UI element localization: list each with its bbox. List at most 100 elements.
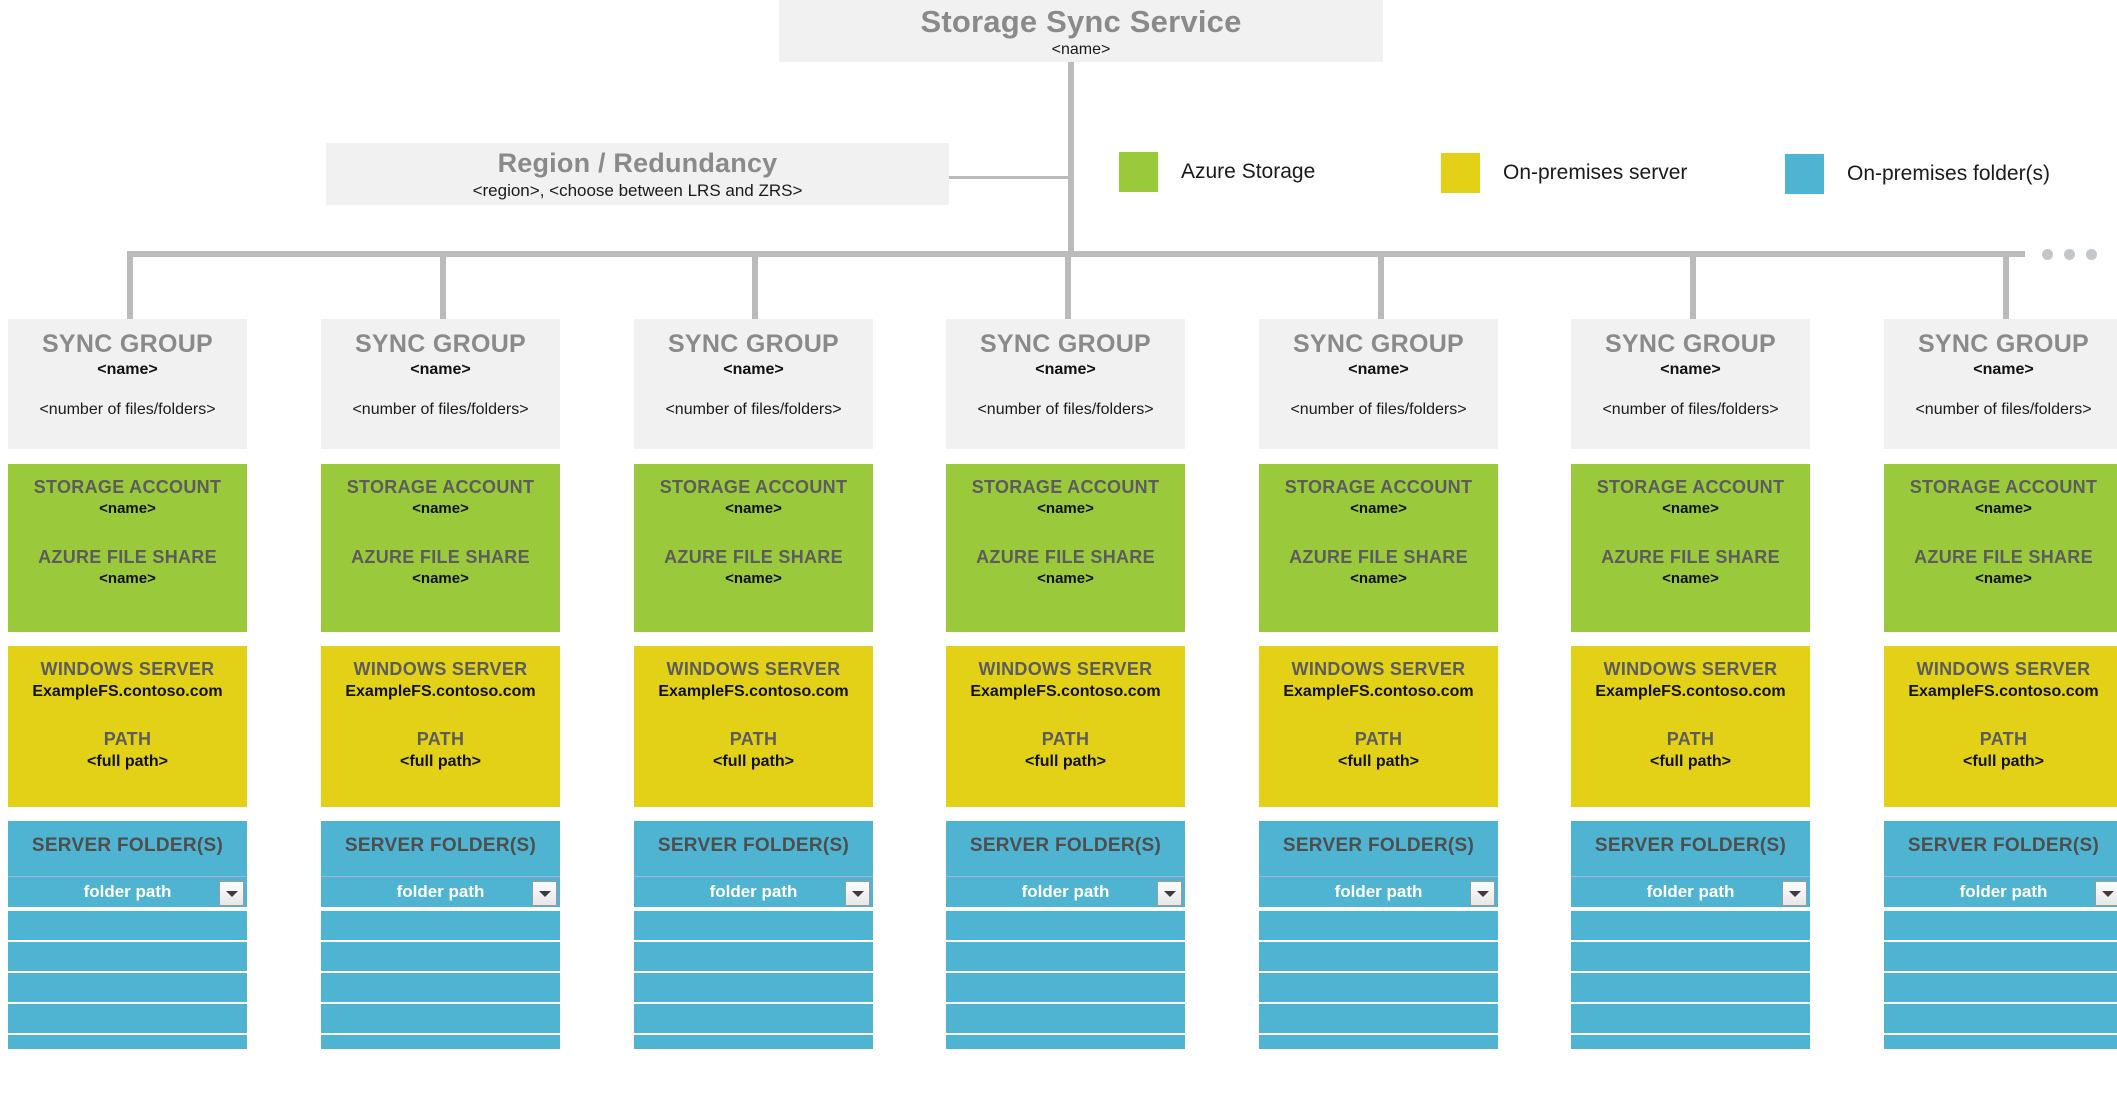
folder-row-empty[interactable] (1571, 909, 1810, 940)
folder-row-empty[interactable] (8, 1002, 247, 1033)
storage-account-value: <name> (1975, 500, 2032, 517)
chevron-down-icon[interactable] (1782, 881, 1807, 906)
chevron-down-icon[interactable] (2095, 881, 2117, 906)
sync-group-box[interactable]: SYNC GROUP <name> <number of files/folde… (1571, 319, 1810, 449)
azure-file-share-value: <name> (1037, 570, 1094, 587)
windows-server-box[interactable]: WINDOWS SERVER ExampleFS.contoso.com PAT… (946, 646, 1185, 807)
windows-server-box[interactable]: WINDOWS SERVER ExampleFS.contoso.com PAT… (1571, 646, 1810, 807)
folder-row-empty[interactable] (321, 1033, 560, 1049)
storage-account-value: <name> (99, 500, 156, 517)
folder-row-empty[interactable] (1884, 909, 2117, 940)
sync-group-box[interactable]: SYNC GROUP <name> <number of files/folde… (321, 319, 560, 449)
chevron-down-icon[interactable] (532, 881, 557, 906)
server-folders-box[interactable]: SERVER FOLDER(S) folder path (1884, 821, 2117, 1049)
folder-path-label: folder path (1334, 882, 1423, 901)
folder-path-select[interactable]: folder path (8, 876, 247, 909)
azure-storage-box[interactable]: STORAGE ACCOUNT <name> AZURE FILE SHARE … (1571, 464, 1810, 632)
folder-row-empty[interactable] (946, 1002, 1185, 1033)
spacer (946, 519, 1185, 546)
chevron-down-icon[interactable] (845, 881, 870, 906)
windows-server-label: WINDOWS SERVER (1916, 659, 2091, 679)
server-folders-box[interactable]: SERVER FOLDER(S) folder path (946, 821, 1185, 1049)
sync-group-title: SYNC GROUP (41, 330, 214, 358)
folder-row-empty[interactable] (946, 940, 1185, 971)
folder-row-empty[interactable] (1884, 1033, 2117, 1049)
folder-path-select[interactable]: folder path (321, 876, 560, 909)
path-value: <full path> (1338, 753, 1419, 770)
azure-storage-box[interactable]: STORAGE ACCOUNT <name> AZURE FILE SHARE … (8, 464, 247, 632)
path-label: PATH (1041, 729, 1090, 749)
folder-row-empty[interactable] (321, 940, 560, 971)
server-folders-box[interactable]: SERVER FOLDER(S) folder path (1259, 821, 1498, 1049)
sync-group-title: SYNC GROUP (979, 330, 1152, 358)
sync-group-box[interactable]: SYNC GROUP <name> <number of files/folde… (634, 319, 873, 449)
server-folders-box[interactable]: SERVER FOLDER(S) folder path (8, 821, 247, 1049)
folder-row-empty[interactable] (634, 909, 873, 940)
azure-storage-box[interactable]: STORAGE ACCOUNT <name> AZURE FILE SHARE … (1884, 464, 2117, 632)
folder-row-empty[interactable] (1259, 909, 1498, 940)
azure-storage-box[interactable]: STORAGE ACCOUNT <name> AZURE FILE SHARE … (321, 464, 560, 632)
windows-server-value: ExampleFS.contoso.com (345, 683, 536, 700)
windows-server-box[interactable]: WINDOWS SERVER ExampleFS.contoso.com PAT… (8, 646, 247, 807)
azure-storage-box[interactable]: STORAGE ACCOUNT <name> AZURE FILE SHARE … (634, 464, 873, 632)
folder-row-empty[interactable] (321, 971, 560, 1002)
folder-row-empty[interactable] (8, 971, 247, 1002)
folder-row-empty[interactable] (946, 909, 1185, 940)
folder-row-empty[interactable] (1259, 971, 1498, 1002)
windows-server-box[interactable]: WINDOWS SERVER ExampleFS.contoso.com PAT… (1259, 646, 1498, 807)
path-label: PATH (1979, 729, 2028, 749)
windows-server-box[interactable]: WINDOWS SERVER ExampleFS.contoso.com PAT… (634, 646, 873, 807)
folder-row-empty[interactable] (1884, 971, 2117, 1002)
folder-row-empty[interactable] (634, 940, 873, 971)
chevron-down-icon[interactable] (219, 881, 244, 906)
folder-row-empty[interactable] (321, 1002, 560, 1033)
path-value: <full path> (713, 753, 794, 770)
folder-row-empty[interactable] (321, 909, 560, 940)
folder-row-empty[interactable] (1259, 1033, 1498, 1049)
folder-path-select[interactable]: folder path (1884, 876, 2117, 909)
folder-row-empty[interactable] (634, 1002, 873, 1033)
folder-path-select[interactable]: folder path (1259, 876, 1498, 909)
folder-row-empty[interactable] (946, 971, 1185, 1002)
folder-row-empty[interactable] (634, 971, 873, 1002)
folder-row-empty[interactable] (8, 1033, 247, 1049)
azure-file-share-label: AZURE FILE SHARE (1289, 547, 1468, 567)
windows-server-box[interactable]: WINDOWS SERVER ExampleFS.contoso.com PAT… (321, 646, 560, 807)
sync-group-box[interactable]: SYNC GROUP <name> <number of files/folde… (1884, 319, 2117, 449)
sync-group-column: SYNC GROUP <name> <number of files/folde… (8, 319, 247, 1049)
storage-account-label: STORAGE ACCOUNT (659, 477, 848, 497)
folder-row-empty[interactable] (634, 1033, 873, 1049)
folder-row-empty[interactable] (8, 909, 247, 940)
chevron-down-icon[interactable] (1470, 881, 1495, 906)
azure-storage-box[interactable]: STORAGE ACCOUNT <name> AZURE FILE SHARE … (1259, 464, 1498, 632)
folder-row-empty[interactable] (946, 1033, 1185, 1049)
spacer (1571, 519, 1810, 546)
server-folders-box[interactable]: SERVER FOLDER(S) folder path (321, 821, 560, 1049)
chevron-down-icon[interactable] (1157, 881, 1182, 906)
server-folders-box[interactable]: SERVER FOLDER(S) folder path (634, 821, 873, 1049)
folder-row-empty[interactable] (8, 940, 247, 971)
folder-row-empty[interactable] (1571, 1033, 1810, 1049)
folder-row-empty[interactable] (1884, 940, 2117, 971)
folder-path-select[interactable]: folder path (946, 876, 1185, 909)
folder-path-select[interactable]: folder path (1571, 876, 1810, 909)
azure-file-share-label: AZURE FILE SHARE (1914, 547, 2093, 567)
folder-row-empty[interactable] (1571, 940, 1810, 971)
sync-group-box[interactable]: SYNC GROUP <name> <number of files/folde… (8, 319, 247, 449)
windows-server-box[interactable]: WINDOWS SERVER ExampleFS.contoso.com PAT… (1884, 646, 2117, 807)
sync-group-box[interactable]: SYNC GROUP <name> <number of files/folde… (1259, 319, 1498, 449)
folder-row-empty[interactable] (1571, 971, 1810, 1002)
folder-row-empty[interactable] (1259, 1002, 1498, 1033)
yellow-swatch-icon (1441, 153, 1480, 193)
sync-group-box[interactable]: SYNC GROUP <name> <number of files/folde… (946, 319, 1185, 449)
server-folders-box[interactable]: SERVER FOLDER(S) folder path (1571, 821, 1810, 1049)
folder-row-empty[interactable] (1259, 940, 1498, 971)
legend-item-on-premises-server: On-premises server (1441, 153, 1687, 193)
folder-row-empty[interactable] (1884, 1002, 2117, 1033)
folder-path-select[interactable]: folder path (634, 876, 873, 909)
azure-storage-box[interactable]: STORAGE ACCOUNT <name> AZURE FILE SHARE … (946, 464, 1185, 632)
connector-region-link (949, 176, 1071, 179)
path-value: <full path> (1025, 753, 1106, 770)
folder-row-empty[interactable] (1571, 1002, 1810, 1033)
windows-server-label: WINDOWS SERVER (1603, 659, 1778, 679)
